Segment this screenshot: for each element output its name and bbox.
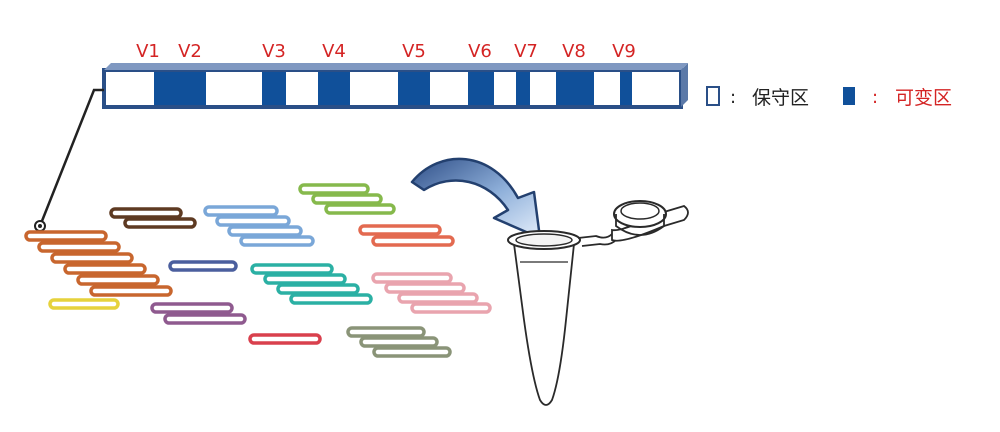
variable-label-v4: V4 <box>322 41 346 62</box>
variable-label-v1: V1 <box>136 41 160 62</box>
dna-fragment <box>384 282 466 294</box>
variable-legend-label: 可变区 <box>895 87 952 109</box>
dna-fragment <box>346 326 426 338</box>
dna-fragment <box>24 230 108 242</box>
dna-fragment <box>163 313 247 325</box>
variable-label-v3: V3 <box>262 41 286 62</box>
legend: : 保守区 : 可变区 <box>706 86 952 109</box>
dna-fragments <box>24 183 492 358</box>
dna-fragment <box>250 263 334 275</box>
variable-segment-v9 <box>620 72 632 105</box>
conserved-legend-label: 保守区 <box>752 87 809 109</box>
dna-fragment <box>150 302 234 314</box>
variable-label-v2: V2 <box>178 41 202 62</box>
dna-fragment <box>37 241 121 253</box>
dna-fragment <box>123 217 197 229</box>
dna-fragment <box>50 252 134 264</box>
dna-fragment <box>276 283 360 295</box>
variable-segment-v7 <box>516 72 530 105</box>
variable-segment-v4 <box>318 72 350 105</box>
dna-fragment <box>311 193 383 205</box>
dna-fragment <box>410 302 492 314</box>
dna-fragment <box>298 183 370 195</box>
dna-fragment <box>109 207 183 219</box>
dna-fragment <box>397 292 479 304</box>
variable-label-v6: V6 <box>468 41 492 62</box>
gene-bar-top-edge <box>104 63 688 70</box>
dna-fragment <box>239 235 315 247</box>
dna-fragment <box>227 225 303 237</box>
dna-fragment <box>372 346 452 358</box>
variable-segments <box>154 72 632 105</box>
variable-label-v5: V5 <box>402 41 426 62</box>
dna-fragment <box>324 203 396 215</box>
connector-line <box>38 88 104 227</box>
variable-label-v8: V8 <box>562 41 586 62</box>
dna-fragment <box>89 285 173 297</box>
variable-region-labels: V1 V2 V3 V4 V5 V6 V7 V8 V9 <box>136 41 636 62</box>
gene-bar: V1 V2 V3 V4 V5 V6 V7 V8 V9 <box>102 41 688 109</box>
variable-label-v9: V9 <box>612 41 636 62</box>
dna-fragment <box>168 260 238 272</box>
variable-legend-swatch <box>843 87 855 105</box>
dna-fragment <box>48 298 120 310</box>
transfer-arrow-icon <box>410 157 542 240</box>
variable-segment-v5 <box>398 72 430 105</box>
dna-fragment <box>289 293 373 305</box>
variable-segment-v3 <box>262 72 286 105</box>
variable-segment-v8 <box>556 72 594 105</box>
conserved-legend-swatch <box>706 86 720 106</box>
dna-fragment <box>358 224 442 236</box>
variable-segment-v1 <box>154 72 176 105</box>
dna-fragment <box>248 333 322 345</box>
variable-segment-v2 <box>176 72 206 105</box>
gene-bar-shadow <box>681 63 688 107</box>
legend-separator-variable: : <box>872 87 878 108</box>
dna-fragment <box>263 273 347 285</box>
dna-fragment <box>359 336 439 348</box>
dna-fragment <box>203 205 279 217</box>
connector-dot-center <box>38 224 42 228</box>
dna-fragment <box>371 272 453 284</box>
variable-segment-v6 <box>468 72 494 105</box>
dna-fragment <box>76 274 160 286</box>
dna-fragment <box>63 263 147 275</box>
legend-separator-conserved: : <box>730 87 736 108</box>
dna-fragment <box>215 215 291 227</box>
variable-label-v7: V7 <box>514 41 538 62</box>
dna-fragment <box>371 235 455 247</box>
microcentrifuge-tube-icon <box>507 200 689 406</box>
